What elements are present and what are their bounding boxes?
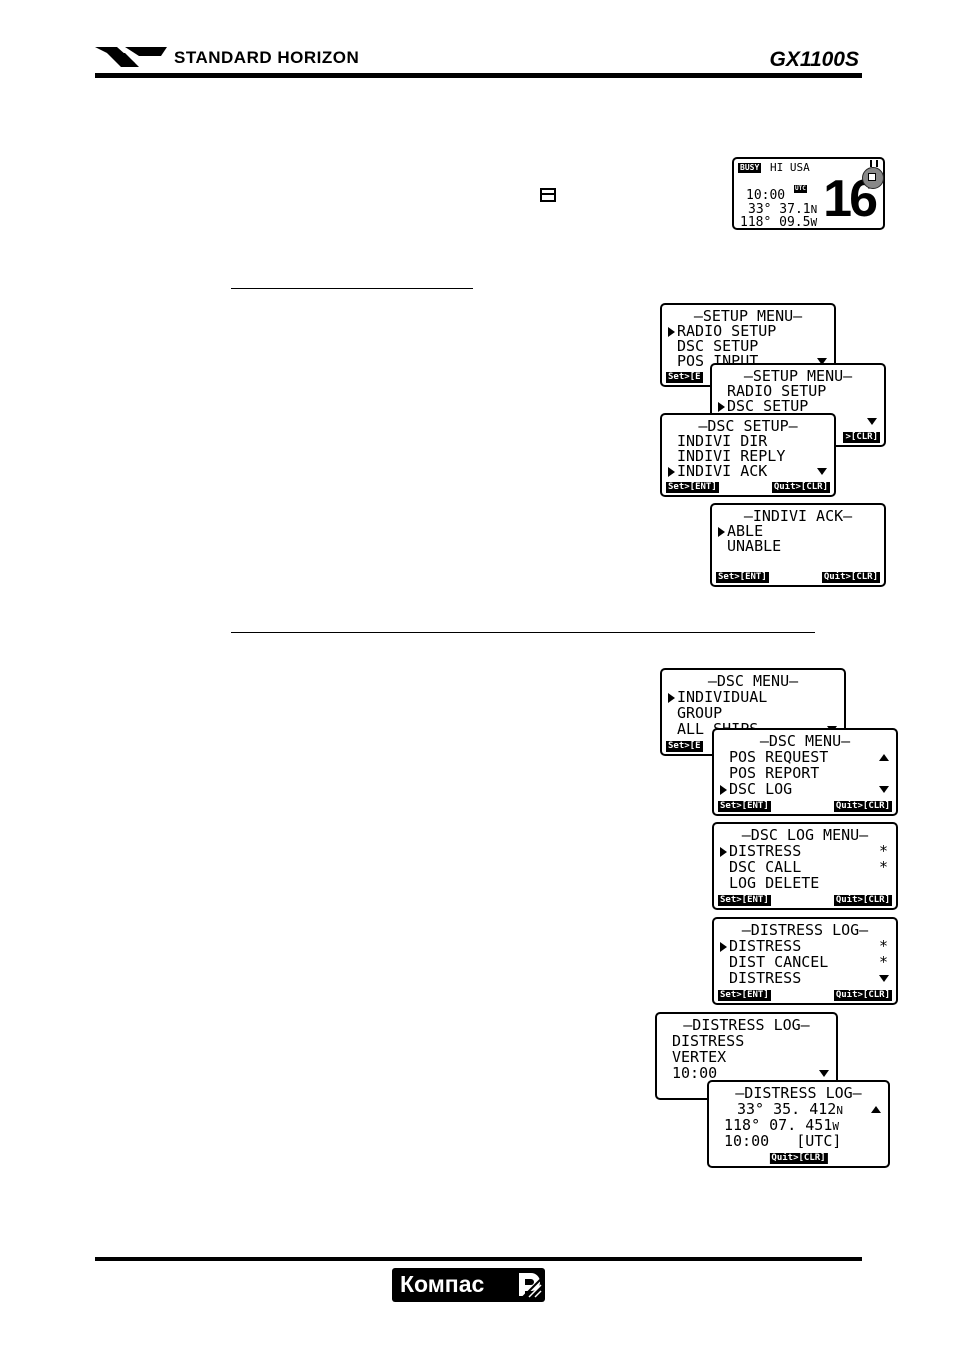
log-latitude: 33° 35. 412N [737, 1100, 843, 1118]
section-heading-rule-1 [231, 288, 473, 289]
softkey-set: Set>[ENT] [718, 801, 771, 812]
softkey-quit: Quit>[CLR] [771, 482, 830, 493]
memory-badge-icon [862, 167, 884, 189]
dsc-log-menu-screen: –DSC LOG MENU– DISTRESS * DSC CALL * LOG… [712, 822, 898, 910]
scroll-down-icon [817, 468, 827, 475]
brand-name: STANDARD HORIZON [174, 48, 360, 67]
header-rule [95, 73, 862, 78]
new-entry-mark: * [878, 858, 888, 876]
softkey-set: Set>[E [666, 372, 703, 383]
footer-rule [95, 1257, 862, 1261]
softkey-quit: Quit>[CLR] [769, 1153, 828, 1164]
softkey-set: Set>[ENT] [716, 572, 769, 583]
log-longitude: 118° 07. 451W [724, 1116, 839, 1134]
scroll-up-icon [871, 1106, 881, 1113]
softkey-quit: Quit>[CLR] [833, 990, 892, 1001]
softkey-set: Set>[ENT] [718, 990, 771, 1001]
scroll-down-icon [867, 418, 877, 425]
busy-indicator: BUSY [738, 163, 762, 173]
new-entry-mark: * [878, 937, 888, 955]
status-longitude: 118° 09.5W [740, 215, 818, 230]
softkey-quit: Quit>[CLR] [821, 572, 880, 583]
model-name: GX1100S [769, 48, 859, 71]
scroll-down-icon [879, 786, 889, 793]
dsc-menu-screen-2: –DSC MENU– POS REQUEST POS REPORT DSC LO… [712, 728, 898, 816]
distress-log-screen-1: –DISTRESS LOG– DISTRESS * DIST CANCEL * … [712, 917, 898, 1005]
new-entry-mark: * [878, 842, 888, 860]
log-time: 10:00 [UTC] [724, 1132, 842, 1150]
scroll-down-icon [819, 1070, 829, 1077]
scroll-up-icon [879, 754, 889, 761]
softkey-quit: Quit>[CLR] [833, 801, 892, 812]
channel-status-display: BUSY HI USA 10:00 UTC 33° 37.1N 118° 09.… [732, 157, 885, 230]
section-heading-rule-2 [231, 632, 815, 633]
scroll-down-icon [817, 358, 827, 365]
kompas-logo: Компас [392, 1268, 545, 1302]
antenna-icon [870, 160, 878, 167]
distress-log-screen-3: –DISTRESS LOG– 33° 35. 412N 118° 07. 451… [707, 1080, 890, 1168]
softkey-quit: Quit>[CLR] [833, 895, 892, 906]
standard-horizon-logo-icon [95, 47, 167, 67]
setup-menu-screen-1: –SETUP MENU– RADIO SETUP DSC SETUP POS I… [660, 303, 836, 387]
kompas-logo-text: Компас [400, 1271, 485, 1297]
status-latitude: 33° 37.1N [748, 202, 818, 217]
memory-icon [540, 188, 556, 202]
dsc-setup-screen: –DSC SETUP– INDIVI DIR INDIVI REPLY INDI… [660, 413, 836, 497]
softkey-set: Set>[ENT] [718, 895, 771, 906]
compass-mark-icon [519, 1273, 542, 1298]
softkey-set: Set>[ENT] [666, 482, 719, 493]
new-entry-mark: * [878, 953, 888, 971]
softkey-quit: >[CLR] [843, 432, 880, 443]
indivi-ack-screen: –INDIVI ACK– ABLE UNABLE Set>[ENT] Quit>… [710, 503, 886, 587]
scroll-down-icon [879, 975, 889, 982]
status-time: 10:00 [746, 188, 786, 203]
softkey-set: Set>[E [666, 741, 703, 752]
utc-badge: UTC [794, 185, 807, 193]
region-label: HI USA [770, 161, 810, 174]
